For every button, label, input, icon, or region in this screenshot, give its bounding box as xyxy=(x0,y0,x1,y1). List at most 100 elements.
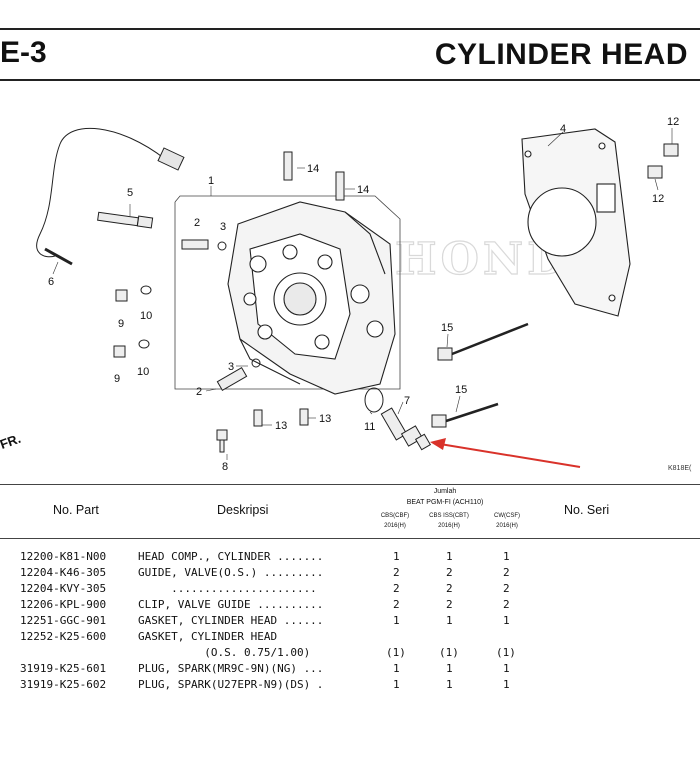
part-description: CLIP, VALVE GUIDE .......... xyxy=(138,598,324,611)
exploded-parts-diagram: HONDA xyxy=(0,84,700,484)
nut-b xyxy=(113,345,126,358)
variant-3-year: 2016(H) xyxy=(496,523,518,529)
dowel-pin-a xyxy=(253,409,263,427)
red-highlight-arrow xyxy=(430,438,581,468)
qty-variant-3: (1) xyxy=(496,646,516,659)
part-number: 12200-K81-N00 xyxy=(20,550,107,563)
valve-guide-lower xyxy=(216,366,248,392)
table-row: 12252-K25-600 GASKET, CYLINDER HEAD xyxy=(0,630,700,646)
stud-bolt-a xyxy=(283,151,293,181)
qty-variant-3: 1 xyxy=(503,678,510,691)
callout-14b: 14 xyxy=(357,184,369,196)
callout-2b: 2 xyxy=(196,386,202,398)
table-row: 31919-K25-602 PLUG, SPARK(U27EPR-N9)(DS)… xyxy=(0,678,700,694)
part-description: GUIDE, VALVE(O.S.) ......... xyxy=(138,566,324,579)
qty-variant-2: 2 xyxy=(446,598,453,611)
title-rule xyxy=(0,79,700,81)
qty-variant-1: 2 xyxy=(393,598,400,611)
variant-1-name: CBS(CBF) xyxy=(380,513,410,519)
long-bolt-b xyxy=(431,402,499,428)
bolt xyxy=(216,429,228,453)
callout-7: 7 xyxy=(404,395,410,407)
callout-10b: 10 xyxy=(137,366,149,378)
dowel-pin-12-a xyxy=(663,143,679,157)
valve-guide-upper xyxy=(181,239,209,250)
part-number: 31919-K25-601 xyxy=(20,662,107,675)
dowel-pin-b xyxy=(299,408,309,426)
sensor-with-wire xyxy=(36,127,185,266)
spark-plug xyxy=(97,211,154,229)
qty-variant-1: 2 xyxy=(393,582,400,595)
part-number: 12204-KVY-305 xyxy=(20,582,107,595)
callout-15b: 15 xyxy=(455,384,467,396)
callout-2: 2 xyxy=(194,217,200,229)
part-description: PLUG, SPARK(MR9C-9N)(NG) ... xyxy=(138,662,324,675)
qty-variant-1: 1 xyxy=(393,662,400,675)
variant-1-year: 2016(H) xyxy=(384,523,406,529)
qty-variant-2: 2 xyxy=(446,582,453,595)
callout-6: 6 xyxy=(48,276,54,288)
column-header-quantity: Jumlah xyxy=(433,488,457,495)
callout-9b: 9 xyxy=(114,373,120,385)
front-direction-mark: FR. xyxy=(0,431,23,452)
variant-3-name: CW(CSF) xyxy=(494,513,520,519)
column-header-model: BEAT PGM-FI (ACH110) xyxy=(406,499,484,506)
cylinder-head-assembly xyxy=(227,201,396,395)
callout-3: 3 xyxy=(220,221,226,233)
qty-variant-3: 2 xyxy=(503,566,510,579)
valve-clip-lower xyxy=(251,358,261,368)
variant-2-name: CBS ISS(CBT) xyxy=(429,513,469,519)
part-description: (O.S. 0.75/1.00) xyxy=(138,646,311,659)
callout-8: 8 xyxy=(222,461,228,473)
callout-15: 15 xyxy=(441,322,453,334)
long-bolt-a xyxy=(437,322,529,361)
table-top-rule xyxy=(0,484,700,485)
table-row: 12251-GGC-901 GASKET, CYLINDER HEAD ....… xyxy=(0,614,700,630)
part-number: 12204-K46-305 xyxy=(20,566,107,579)
sealing-washer xyxy=(364,387,384,413)
callout-9: 9 xyxy=(118,318,124,330)
parts-table-body: 12200-K81-N00 HEAD COMP., CYLINDER .....… xyxy=(0,550,700,694)
qty-variant-1: 1 xyxy=(393,550,400,563)
table-row: 31919-K25-601 PLUG, SPARK(MR9C-9N)(NG) .… xyxy=(0,662,700,678)
leader-lines xyxy=(52,128,673,460)
column-header-description: Deskripsi xyxy=(217,503,269,517)
qty-variant-1: 2 xyxy=(393,566,400,579)
diagram-canvas: HONDA xyxy=(0,116,692,473)
table-row: 12200-K81-N00 HEAD COMP., CYLINDER .....… xyxy=(0,550,700,566)
qty-variant-2: (1) xyxy=(439,646,459,659)
valve-clip-upper xyxy=(217,241,227,251)
callout-10: 10 xyxy=(140,310,152,322)
callout-1: 1 xyxy=(208,175,214,187)
table-row: 12204-KVY-305 ...................... 2 2… xyxy=(0,582,700,598)
qty-variant-1: (1) xyxy=(386,646,406,659)
washer-a xyxy=(140,285,152,295)
top-rule xyxy=(0,28,700,30)
stud-bolt-b xyxy=(335,171,345,201)
callout-3b: 3 xyxy=(228,361,234,373)
callout-12b: 12 xyxy=(652,193,664,205)
cylinder-head-gasket xyxy=(521,128,631,317)
dowel-pin-12-b xyxy=(647,165,663,179)
cylinder-head-bounding-box xyxy=(174,195,401,390)
callout-12: 12 xyxy=(667,116,679,128)
qty-variant-3: 1 xyxy=(503,662,510,675)
qty-variant-2: 1 xyxy=(446,662,453,675)
callout-11: 11 xyxy=(364,421,375,433)
table-row: 12204-K46-305 GUIDE, VALVE(O.S.) .......… xyxy=(0,566,700,582)
qty-variant-3: 2 xyxy=(503,582,510,595)
qty-variant-3: 2 xyxy=(503,598,510,611)
part-description: GASKET, CYLINDER HEAD xyxy=(138,630,278,643)
column-header-part-no: No. Part xyxy=(53,503,99,517)
part-description: ...................... xyxy=(138,582,317,595)
table-row: 12206-KPL-900 CLIP, VALVE GUIDE ........… xyxy=(0,598,700,614)
callout-14: 14 xyxy=(307,163,319,175)
qty-variant-1: 1 xyxy=(393,614,400,627)
variant-2-year: 2016(H) xyxy=(438,523,460,529)
callout-13: 13 xyxy=(275,420,287,432)
section-code: E-3 xyxy=(0,36,47,69)
column-header-serial: No. Seri xyxy=(564,503,610,517)
table-header-rule xyxy=(0,538,700,539)
qty-variant-1: 1 xyxy=(393,678,400,691)
nut-a xyxy=(115,289,128,302)
